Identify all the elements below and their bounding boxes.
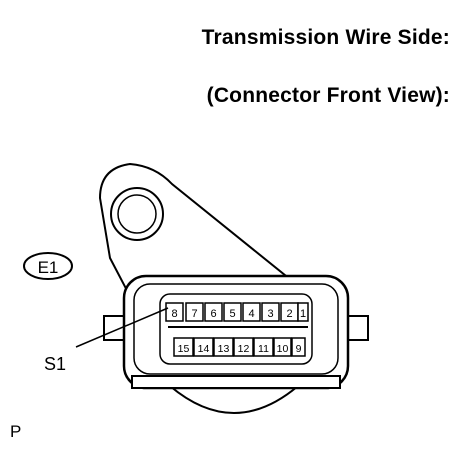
pin-label: 11 — [258, 343, 269, 355]
pin-label: 9 — [296, 343, 302, 355]
connector-base — [167, 385, 301, 414]
connector-id-label: E1 — [38, 258, 59, 277]
diagram-subtitle: (Connector Front View): — [206, 84, 450, 107]
pin-label: 6 — [210, 308, 216, 320]
pin-cell — [173, 337, 194, 357]
pin-cell — [261, 302, 280, 322]
pin-cell — [233, 337, 254, 357]
pin-label: 8 — [171, 308, 177, 320]
pin-cell — [185, 302, 204, 322]
pin-cell — [273, 337, 292, 357]
pin-label: 10 — [277, 343, 289, 355]
connector-id-oval — [23, 252, 73, 280]
pin-cell — [291, 337, 306, 357]
pin-cell — [165, 302, 184, 322]
pin-label: 4 — [248, 308, 254, 320]
pin-cell — [297, 302, 309, 322]
pin-cell — [253, 337, 274, 357]
pin-cell — [204, 302, 223, 322]
pin-cell — [193, 337, 214, 357]
pin-label: 12 — [238, 343, 250, 355]
pin-label: 14 — [198, 343, 210, 355]
footer-code: P — [10, 422, 22, 441]
pin-cell — [213, 337, 234, 357]
bottom-row-pins: 15 14 13 12 11 10 9 — [173, 337, 306, 357]
diagram-title: Transmission Wire Side: — [201, 26, 450, 49]
pin-cell — [242, 302, 261, 322]
top-row-pins: 8 7 6 5 4 3 2 1 — [165, 302, 309, 322]
pin-label: 15 — [178, 343, 190, 355]
pin-label: 3 — [267, 308, 273, 320]
pin-cell — [223, 302, 242, 322]
pin-label: 1 — [300, 308, 306, 320]
connector-rail — [131, 375, 341, 389]
pin-label: 13 — [218, 343, 230, 355]
pin-label: 7 — [191, 308, 197, 320]
s1-leader-line — [75, 307, 169, 348]
s1-label: S1 — [44, 354, 66, 374]
pin-label: 2 — [286, 308, 292, 320]
bracket-hole-inner — [117, 194, 157, 234]
pin-label: 5 — [229, 308, 235, 320]
